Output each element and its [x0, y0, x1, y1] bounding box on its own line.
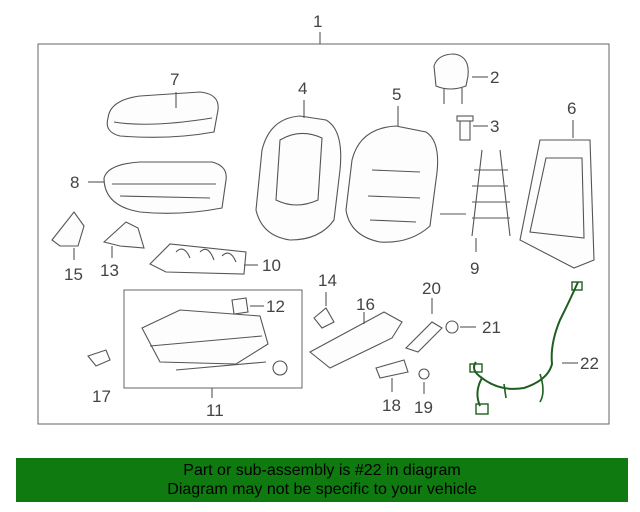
part-5-seatback-pad[interactable] [345, 125, 439, 243]
callout-16: 16 [356, 295, 375, 314]
caption-line-2: Diagram may not be specific to your vehi… [167, 481, 477, 498]
part-10-cushion-mat[interactable] [149, 243, 247, 275]
part-11-adjuster-track[interactable] [141, 297, 288, 376]
callout-14: 14 [318, 271, 337, 290]
callout-7: 7 [170, 70, 179, 89]
callout-9: 9 [470, 259, 479, 278]
part-21-cap[interactable] [445, 320, 459, 334]
part-19-ring[interactable] [418, 368, 430, 380]
callout-4: 4 [298, 79, 307, 98]
part-18-lever[interactable] [375, 359, 409, 379]
callout-18: 18 [382, 396, 401, 415]
part-16-side-shield[interactable] [309, 311, 403, 369]
callout-19: 19 [414, 398, 433, 417]
callout-2: 2 [490, 68, 499, 87]
part-22-wiring-harness[interactable] [469, 281, 583, 415]
seat-parts-diagram: 1 7 8 4 5 2 3 9 [37, 12, 610, 425]
part-2-headrest[interactable] [433, 53, 469, 104]
part-3-headrest-guide[interactable] [456, 115, 474, 141]
part-14-clip[interactable] [313, 307, 335, 329]
callout-3: 3 [490, 117, 499, 136]
part-8-cushion-frame[interactable] [103, 161, 227, 214]
callout-21: 21 [482, 318, 501, 337]
callout-5: 5 [392, 85, 401, 104]
callout-22: 22 [580, 354, 599, 373]
part-9-seatback-spring[interactable] [440, 149, 511, 237]
part-15-side-bracket[interactable] [51, 211, 85, 247]
part-6-seatback-frame[interactable] [519, 139, 595, 269]
callout-1: 1 [313, 12, 322, 31]
callout-13: 13 [100, 261, 119, 280]
callout-11: 11 [206, 401, 224, 420]
caption-banner: Part or sub-assembly is #22 in diagram D… [16, 458, 628, 502]
part-20-recliner-handle[interactable] [404, 321, 443, 353]
diagram-frame [37, 43, 610, 425]
assembly-11-box [123, 289, 303, 389]
callout-15: 15 [64, 265, 83, 284]
callout-10: 10 [262, 256, 281, 275]
callout-6: 6 [567, 99, 576, 118]
part-17-adjuster-knob[interactable] [87, 349, 111, 367]
callout-8: 8 [70, 173, 79, 192]
callout-12: 12 [266, 297, 285, 316]
caption-line-1: Part or sub-assembly is #22 in diagram [183, 462, 461, 479]
part-4-seatback-cover[interactable] [255, 115, 342, 241]
callout-20: 20 [422, 279, 441, 298]
part-7-cushion-pad[interactable] [106, 91, 219, 138]
part-13-trim-bracket[interactable] [102, 221, 145, 249]
callout-17: 17 [92, 387, 111, 406]
